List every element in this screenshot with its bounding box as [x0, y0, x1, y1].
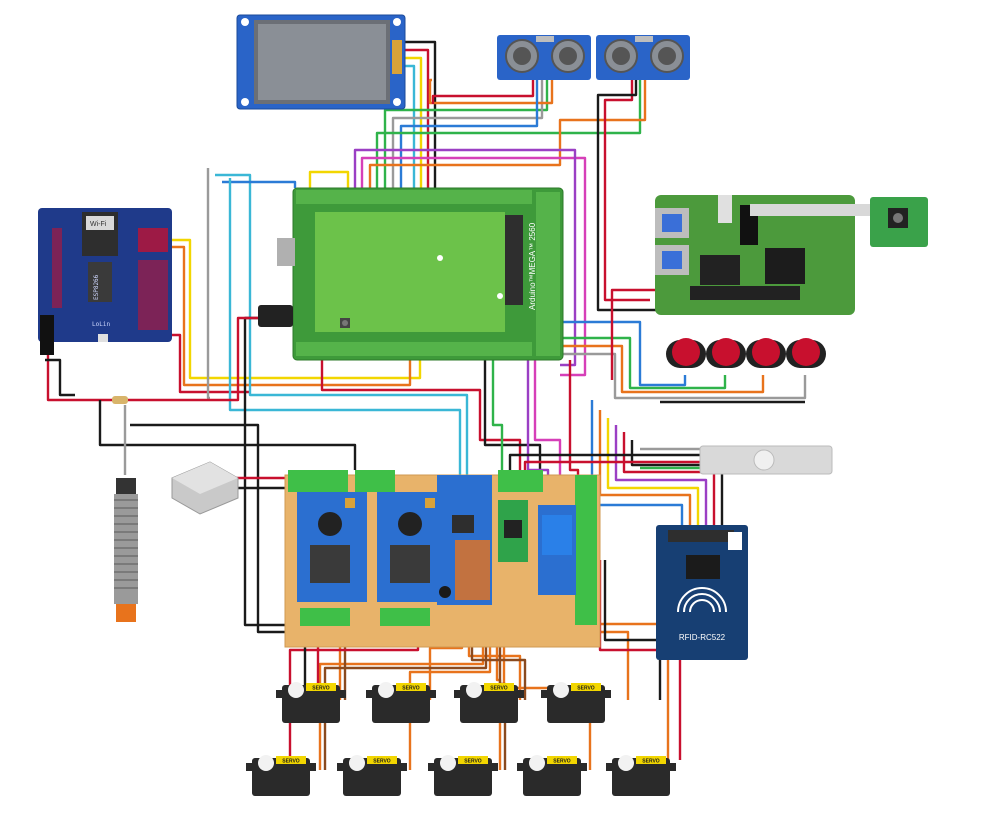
- servo-2-label: SERVO: [402, 686, 420, 692]
- wire-bot-black: [483, 360, 542, 475]
- hx711-board: [498, 500, 528, 562]
- wire-sensor-black: [98, 400, 357, 470]
- proto-area: [315, 212, 505, 332]
- load-cell: [699, 445, 833, 475]
- rfid-reader: RFID-RC522: [656, 525, 748, 660]
- rfid-waves-icon: [677, 587, 727, 613]
- wires: [45, 40, 807, 770]
- servo-8: SERVO: [517, 755, 587, 796]
- ultrasonic-sensor-2: [596, 35, 690, 80]
- wire-btn-orange: [560, 344, 765, 394]
- wire-us2-red: [603, 78, 650, 302]
- servo-9: SERVO: [606, 755, 676, 796]
- wire-top-yellow2: [308, 170, 350, 188]
- wire-bot-green: [491, 360, 504, 475]
- wire-btn-green: [560, 336, 727, 390]
- wire-lc-black: [508, 453, 700, 475]
- servo-3-label: SERVO: [490, 686, 508, 692]
- wire-btn-blue: [560, 320, 687, 387]
- push-button-3: [746, 338, 786, 368]
- sensor-shield-text: LoLin: [92, 321, 110, 328]
- servo-driver-board: [437, 475, 492, 605]
- wire-display-red: [405, 48, 430, 188]
- tft-display: [236, 14, 406, 110]
- wire-bot-magenta: [533, 360, 562, 475]
- servo-5: SERVO: [246, 755, 316, 796]
- servo-3: SERVO: [454, 682, 524, 723]
- buck-converter-2: [377, 492, 447, 602]
- push-buttons: [666, 338, 826, 368]
- rfid-label: RFID-RC522: [679, 633, 726, 642]
- raspberry-pi: [655, 195, 855, 315]
- wire-rfid-black: [630, 440, 724, 525]
- ultrasonic-sensor-1: [497, 35, 591, 80]
- wire-esp-blue: [222, 180, 297, 188]
- servo-1: SERVO: [276, 682, 346, 723]
- servo-5-label: SERVO: [282, 759, 300, 765]
- wire-us2-orange: [368, 78, 647, 188]
- wire-black-esp: [45, 358, 75, 397]
- buck-converter-1: [297, 492, 367, 602]
- wire-rfid-purple: [614, 425, 708, 525]
- servo-4: SERVO: [541, 682, 611, 723]
- wire-esp-yellow: [165, 238, 422, 380]
- servo-8-label: SERVO: [553, 759, 571, 765]
- servo-4-label: SERVO: [577, 686, 595, 692]
- wire-display-blue: [405, 64, 416, 188]
- wire-us2-black: [596, 78, 690, 312]
- servo-1-label: SERVO: [312, 686, 330, 692]
- wire-rfid-yellow: [606, 418, 700, 525]
- inductive-sensor: [114, 478, 138, 622]
- resistor: [112, 396, 128, 404]
- servo-6: SERVO: [337, 755, 407, 796]
- wire-esp-orange: [165, 245, 412, 387]
- wire-top-magenta: [360, 156, 587, 377]
- wire-us-red: [431, 78, 535, 104]
- servo-7: SERVO: [428, 755, 498, 796]
- wire-red-main: [46, 316, 265, 402]
- push-button-2: [706, 338, 746, 368]
- wire-esp-red: [160, 333, 250, 394]
- servo-6-label: SERVO: [373, 759, 391, 765]
- esp-module-label: Wi-Fi: [90, 221, 107, 228]
- arduino-mega-proto-shield: Arduino™MEGA™ 2560: [258, 187, 564, 361]
- esp-board-text: ESP8266: [93, 274, 100, 300]
- wire-rfid-orange: [598, 410, 692, 525]
- relay-module: [538, 505, 576, 595]
- perfboard: [284, 470, 601, 648]
- power-supply: [171, 461, 239, 515]
- arduino-label: Arduino™MEGA™ 2560: [528, 222, 537, 310]
- wire-us2-green: [375, 78, 642, 188]
- servos: SERVO SERVO SERVO SERVO SERVO SERVO SERV…: [246, 682, 676, 796]
- push-button-1: [666, 338, 706, 368]
- wire-display-yellow: [405, 56, 423, 188]
- wire-display-black: [405, 40, 437, 188]
- wire-esp-cyan: [215, 173, 469, 482]
- pi-camera: [750, 197, 928, 247]
- wire-esp-gray: [206, 168, 210, 400]
- servo-7-label: SERVO: [464, 759, 482, 765]
- wire-us1-gray: [391, 78, 544, 188]
- wire-esp-ltblue: [228, 178, 462, 482]
- esp8266-board: Wi-Fi ESP8266 LoLin: [38, 208, 172, 355]
- wire-rfid-blue: [590, 400, 684, 525]
- push-button-4: [786, 338, 826, 368]
- servo-2: SERVO: [366, 682, 436, 723]
- wire-rfid-red: [622, 432, 716, 525]
- servo-9-label: SERVO: [642, 759, 660, 765]
- wire-us1-orange: [428, 78, 554, 105]
- wire-btn-gray: [560, 352, 807, 400]
